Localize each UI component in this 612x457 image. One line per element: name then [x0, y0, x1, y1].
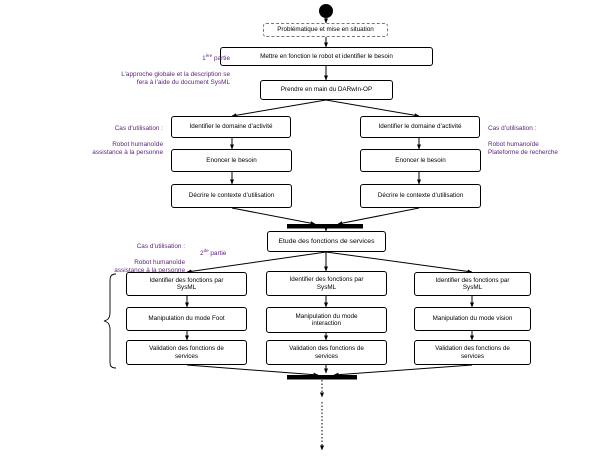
box-etude-fonctions: Etude des fonctions de services — [267, 231, 386, 252]
start-node — [319, 4, 333, 18]
box-prendre-en-main: Prendre en main du DARwIn-OP — [260, 80, 393, 100]
cas-right-title: Cas d’utilisation : — [488, 125, 537, 132]
annotation-part2: 2de partie — [200, 248, 227, 258]
join-bar-2 — [287, 375, 357, 380]
box-decrire-right: Décrire le contexte d’utilisation — [360, 184, 481, 208]
edge-col3-join — [333, 364, 473, 377]
box-enoncer-right: Enoncer le besoin — [360, 149, 481, 172]
box-validation-3: Validation des fonctions de services — [414, 340, 531, 365]
box-manip-vision: Manipulation du mode vision — [414, 307, 531, 331]
box-mettre-en-fonction: Mettre en fonction le robot et identifie… — [220, 47, 433, 66]
cas-left-text: Robot humanoïde assistance à la personne — [92, 141, 163, 156]
edge-prendre-left — [231, 99, 327, 118]
curly-brace — [103, 273, 117, 369]
box-problematique: Problématique et mise en situation — [263, 23, 388, 37]
box-identifier-fonctions-1: Identifier des fonctions par SysML — [126, 272, 247, 296]
edge-etude-col3 — [325, 251, 473, 274]
annotation-cas-left: Cas d’utilisation : Robot humanoïde assi… — [40, 117, 163, 165]
box-identifier-domaine-left: Identifier le domaine d’activité — [171, 116, 291, 138]
edge-left-join — [231, 207, 316, 226]
annotation-cas-left-2: Cas d’utilisation : Robot humanoïde assi… — [40, 235, 185, 283]
annotation-cas-right: Cas d’utilisation : Robot humanoïde Plat… — [488, 117, 603, 165]
edge-right-join — [337, 207, 420, 226]
box-validation-2: Validation des fonctions de services — [266, 340, 387, 365]
cas-left-title: Cas d’utilisation : — [114, 125, 163, 132]
part1-text: L’approche globale et la description se … — [121, 71, 230, 87]
box-identifier-fonctions-3: Identifier des fonctions par SysML — [414, 272, 531, 296]
box-manip-interaction: Manipulation du mode interaction — [266, 307, 387, 333]
edge-prendre-right — [325, 99, 420, 118]
box-enoncer-left: Enoncer le besoin — [171, 149, 292, 172]
part1-heading: 1ère partie — [202, 53, 230, 63]
cas-left2-text: Robot humanoïde assistance à la personne — [114, 259, 185, 274]
cas-left2-title: Cas d’utilisation : — [136, 243, 185, 250]
edge-etude-col1 — [186, 251, 327, 274]
box-manip-foot: Manipulation du mode Foot — [126, 307, 247, 331]
annotation-part1: 1ère partie L’approche globale et la des… — [70, 44, 230, 95]
join-bar-1 — [287, 224, 363, 229]
box-identifier-domaine-right: Identifier le domaine d’activité — [360, 116, 480, 138]
edge-col1-join — [186, 364, 319, 377]
box-validation-1: Validation des fonctions de services — [126, 340, 247, 365]
cas-right-text: Robot humanoïde Plateforme de recherche — [488, 141, 558, 156]
box-identifier-fonctions-2: Identifier des fonctions par SysML — [266, 271, 387, 296]
box-decrire-left: Décrire le contexte d’utilisation — [171, 184, 292, 208]
